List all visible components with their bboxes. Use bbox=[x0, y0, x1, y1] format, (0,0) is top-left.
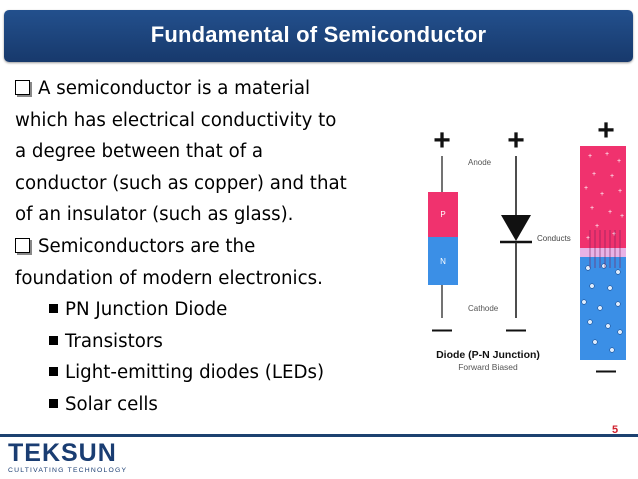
n-region bbox=[428, 237, 458, 285]
slide-number: 5 bbox=[612, 424, 619, 436]
teksun-logo: TEKSUN CULTIVATING TECHNOLOGY bbox=[8, 440, 127, 475]
bullet-1-line-4: conductor (such as copper) and that bbox=[15, 172, 347, 194]
sub-bullet-1: PN Junction Diode bbox=[15, 294, 415, 326]
left-minus: — bbox=[432, 319, 452, 341]
diagram-caption: Diode (P-N Junction) bbox=[436, 349, 540, 361]
hole-carrier-icon: + bbox=[612, 231, 616, 238]
cathode-label: Cathode bbox=[468, 304, 499, 313]
hole-carrier-icon: + bbox=[618, 188, 622, 195]
electron-carrier-icon bbox=[585, 265, 591, 271]
hole-carrier-icon: + bbox=[595, 223, 599, 230]
anode-label: Anode bbox=[468, 158, 492, 167]
sub-bullet-2: Transistors bbox=[15, 326, 415, 358]
bullet-2-line-1: Semiconductors are the bbox=[15, 231, 415, 263]
hole-carrier-icon: + bbox=[608, 209, 612, 216]
hole-carrier-icon: + bbox=[617, 158, 621, 165]
bullet-1-line-5: of an insulator (such as glass). bbox=[15, 204, 294, 226]
slide-title: Fundamental of Semiconductor bbox=[150, 22, 487, 47]
hole-carrier-icon: + bbox=[605, 151, 609, 158]
hole-carrier-icon: + bbox=[600, 191, 604, 198]
hole-carrier-icon: + bbox=[588, 153, 592, 160]
electron-carrier-icon bbox=[617, 329, 623, 335]
electron-carrier-icon bbox=[592, 339, 598, 345]
charge-carriers: + + + + + + + + + + + + + + bbox=[581, 151, 624, 353]
n-label: N bbox=[440, 257, 446, 266]
hole-carrier-icon: + bbox=[592, 171, 596, 178]
diode-triangle-icon bbox=[501, 215, 531, 241]
square-bullet-icon bbox=[49, 398, 58, 408]
diagram-caption-block: Diode (P-N Junction) Forward Biased bbox=[418, 349, 558, 372]
electron-carrier-icon bbox=[587, 319, 593, 325]
electron-carrier-icon bbox=[607, 285, 613, 291]
title-bar: Fundamental of Semiconductor bbox=[4, 10, 633, 62]
logo-name: TEKSUN bbox=[8, 439, 117, 467]
bullet-1-line-1: A semiconductor is a material bbox=[15, 73, 415, 105]
hole-carrier-icon: + bbox=[620, 213, 624, 220]
square-bullet-icon bbox=[49, 367, 58, 377]
square-bullet-icon bbox=[49, 335, 58, 345]
electron-carrier-icon bbox=[609, 347, 615, 353]
sub-bullet-3: Light-emitting diodes (LEDs) bbox=[15, 357, 415, 389]
pn-junction-diagram: + P N — + Anode Cathode — Conducts + +++… bbox=[428, 118, 626, 378]
electron-carrier-icon bbox=[589, 283, 595, 289]
bullet-2-line-2: foundation of modern electronics. bbox=[15, 267, 323, 289]
left-plus: + bbox=[433, 124, 451, 157]
electron-carrier-icon bbox=[605, 323, 611, 329]
junction-region bbox=[580, 248, 626, 257]
bullet-1-line-2: which has electrical conductivity to bbox=[15, 109, 337, 131]
diagram-subcaption: Forward Biased bbox=[458, 362, 518, 372]
p-region-large bbox=[580, 146, 626, 248]
logo-tagline: CULTIVATING TECHNOLOGY bbox=[8, 467, 128, 474]
footer-divider bbox=[0, 434, 638, 437]
hole-carrier-icon: + bbox=[586, 235, 590, 242]
p-region bbox=[428, 192, 458, 237]
middle-minus: — bbox=[506, 319, 526, 341]
p-label: P bbox=[440, 210, 445, 219]
electron-carrier-icon bbox=[601, 263, 607, 269]
hole-carrier-icon: + bbox=[610, 173, 614, 180]
electron-carrier-icon bbox=[597, 305, 603, 311]
right-plus: + bbox=[597, 118, 615, 147]
right-minus: — bbox=[596, 360, 616, 378]
checkbox-bullet-icon bbox=[15, 80, 30, 95]
hole-carrier-icon: + bbox=[590, 205, 594, 212]
sub-bullet-4: Solar cells bbox=[15, 389, 415, 421]
bullet-1-line-3: a degree between that of a bbox=[15, 141, 264, 163]
electron-carrier-icon bbox=[615, 269, 621, 275]
conducts-label: Conducts bbox=[537, 234, 571, 243]
bullet-list: A semiconductor is a material which has … bbox=[15, 73, 415, 421]
square-bullet-icon bbox=[49, 304, 58, 314]
middle-plus: + bbox=[507, 124, 525, 157]
hole-carrier-icon: + bbox=[584, 185, 588, 192]
electron-carrier-icon bbox=[581, 299, 587, 305]
checkbox-bullet-icon bbox=[15, 237, 30, 253]
electron-carrier-icon bbox=[615, 301, 621, 307]
